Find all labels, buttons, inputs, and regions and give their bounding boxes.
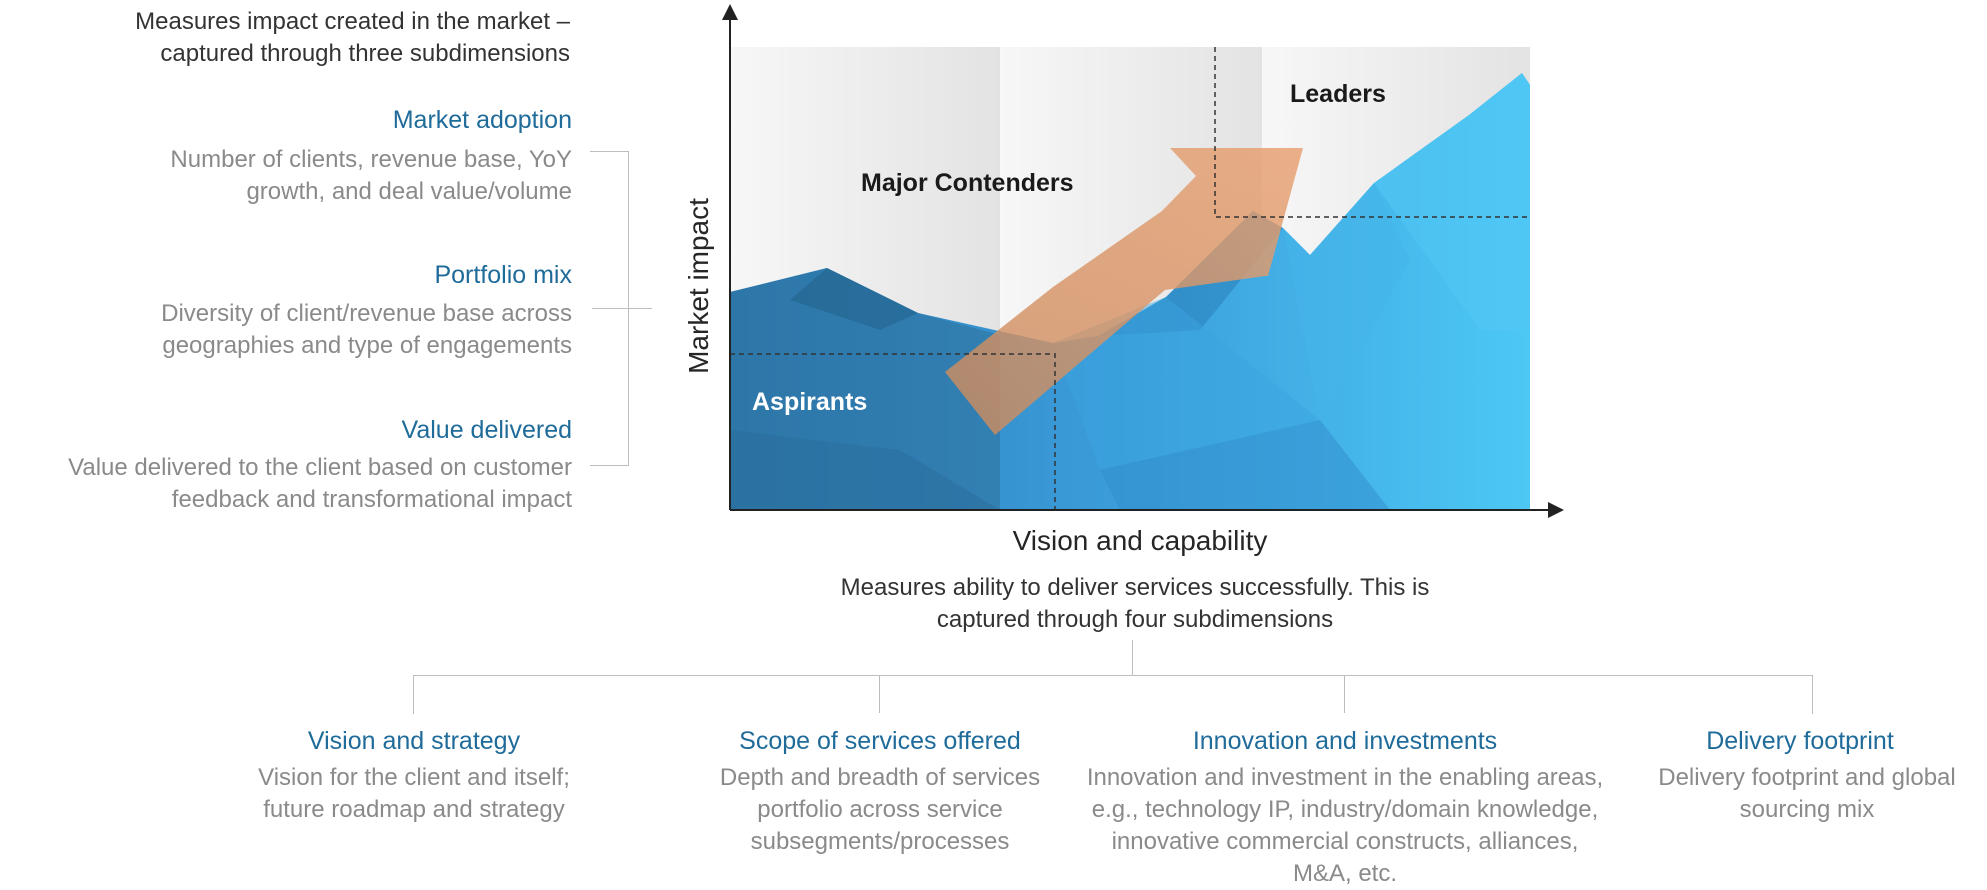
matrix-chart: Leaders Major Contenders Aspirants Marke… (683, 4, 1564, 518)
major-contenders-label: Major Contenders (861, 169, 1074, 197)
aspirants-label: Aspirants (752, 388, 867, 416)
scope-services-description: Depth and breadth of services portfolio … (719, 764, 1041, 855)
bottom-bracket (413, 675, 1813, 714)
x-axis-label: Vision and capability (1012, 525, 1268, 556)
portfolio-mix-description: Diversity of client/revenue base across … (161, 300, 572, 359)
innovation-investments-title: Innovation and investments (1192, 727, 1498, 755)
bottom-bracket-tick-2 (879, 675, 880, 713)
y-axis-label: Market impact (683, 198, 714, 374)
delivery-footprint-description: Delivery footprint and global sourcing m… (1658, 764, 1956, 823)
vision-capability-intro: Measures ability to deliver services suc… (840, 574, 1430, 633)
aspirants-zone-border (730, 353, 1056, 510)
leaders-zone-border (1214, 47, 1530, 218)
bottom-bracket-tick-3 (1344, 675, 1345, 713)
value-delivered-description: Value delivered to the client based on c… (68, 454, 572, 513)
vision-strategy-description: Vision for the client and itself; future… (258, 764, 570, 823)
delivery-footprint-title: Delivery footprint (1706, 727, 1894, 755)
vision-strategy-title: Vision and strategy (307, 727, 521, 755)
scope-services-title: Scope of services offered (739, 727, 1021, 755)
value-delivered-title: Value delivered (401, 416, 572, 444)
market-adoption-title: Market adoption (392, 106, 572, 134)
portfolio-mix-title: Portfolio mix (434, 261, 572, 289)
bottom-bracket-stem (1132, 640, 1133, 676)
innovation-investments-description: Innovation and investment in the enablin… (1086, 764, 1604, 887)
x-axis-arrowhead (1548, 502, 1564, 518)
leaders-label: Leaders (1290, 80, 1386, 108)
market-impact-intro: Measures impact created in the market – … (135, 8, 570, 67)
market-adoption-description: Number of clients, revenue base, YoY gro… (170, 146, 572, 205)
y-axis-arrowhead (722, 4, 738, 20)
growth-arrow (945, 148, 1303, 435)
left-bracket-stem (592, 308, 652, 309)
